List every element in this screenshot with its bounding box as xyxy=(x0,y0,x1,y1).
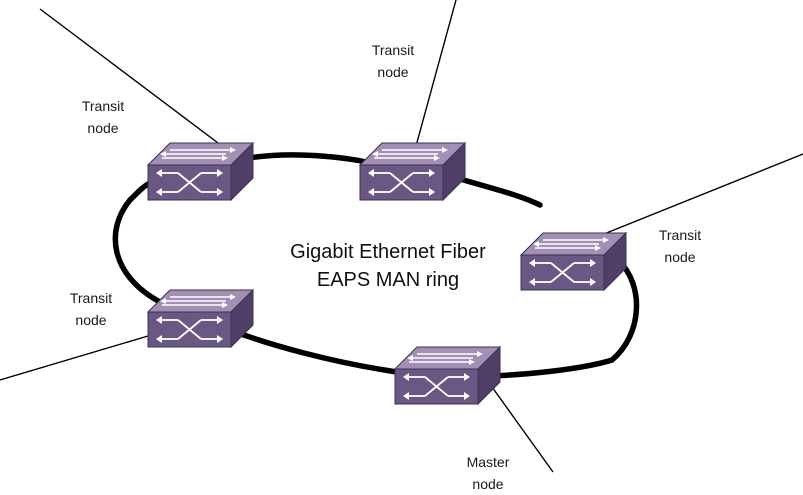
eaps-ring xyxy=(112,152,640,379)
switch-icon[interactable] xyxy=(520,232,627,291)
node-label-top-center: Transit node xyxy=(371,42,415,80)
node-label-top-left: Transit node xyxy=(81,98,125,136)
switch-icon[interactable] xyxy=(147,289,254,348)
switch-icon[interactable] xyxy=(394,346,501,405)
uplink-line-top-center xyxy=(415,0,457,147)
node-label-left: Transit node xyxy=(69,290,113,328)
uplink-line-left xyxy=(0,335,149,381)
uplink-line-top-left xyxy=(39,8,223,147)
switch-icon[interactable] xyxy=(359,142,466,201)
uplink-line-right xyxy=(593,153,803,239)
uplink-line-bottom xyxy=(491,386,554,473)
switch-icon[interactable] xyxy=(147,142,254,201)
node-label-master: Master node xyxy=(466,454,510,492)
uplink-lines xyxy=(0,0,803,473)
ring-title-line2: EAPS MAN ring xyxy=(316,269,460,291)
ring-title: Gigabit Ethernet Fiber EAPS MAN ring xyxy=(258,238,518,294)
ring-title-line1: Gigabit Ethernet Fiber xyxy=(290,241,486,263)
node-label-right: Transit node xyxy=(658,227,702,265)
